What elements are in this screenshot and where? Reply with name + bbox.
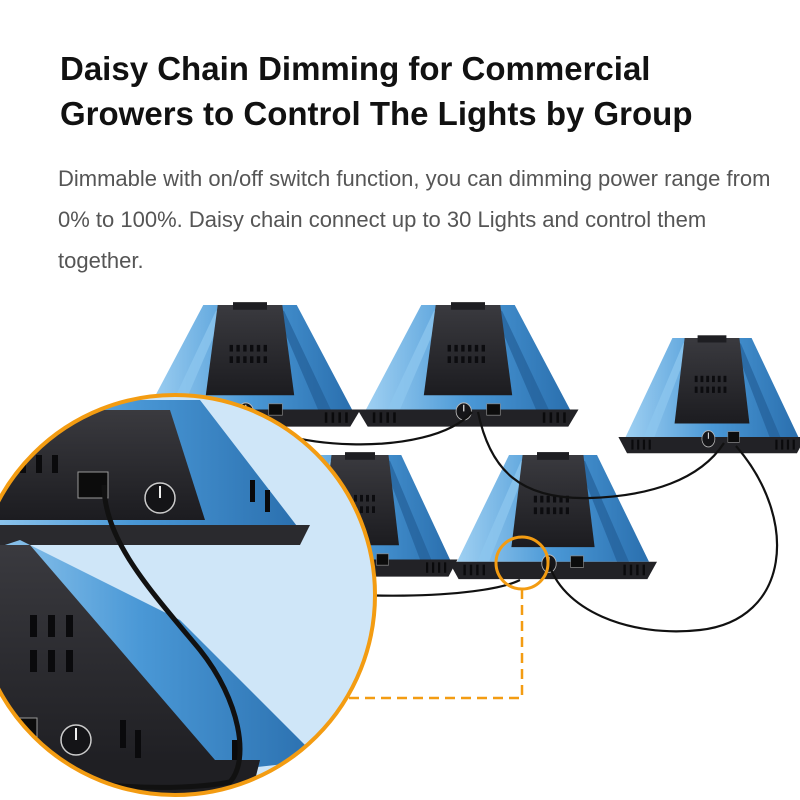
grow-light-fixture-3 [617, 334, 800, 454]
zoom-leader-line [330, 589, 524, 700]
daisy-chain-illustration [0, 280, 800, 800]
grow-light-fixture-5 [448, 451, 658, 580]
zoom-magnifier [0, 393, 377, 797]
page-title: Daisy Chain Dimming for Commercial Growe… [60, 50, 693, 132]
page-description: Dimmable with on/off switch function, yo… [58, 166, 771, 273]
grow-light-fixture-2 [356, 301, 580, 428]
